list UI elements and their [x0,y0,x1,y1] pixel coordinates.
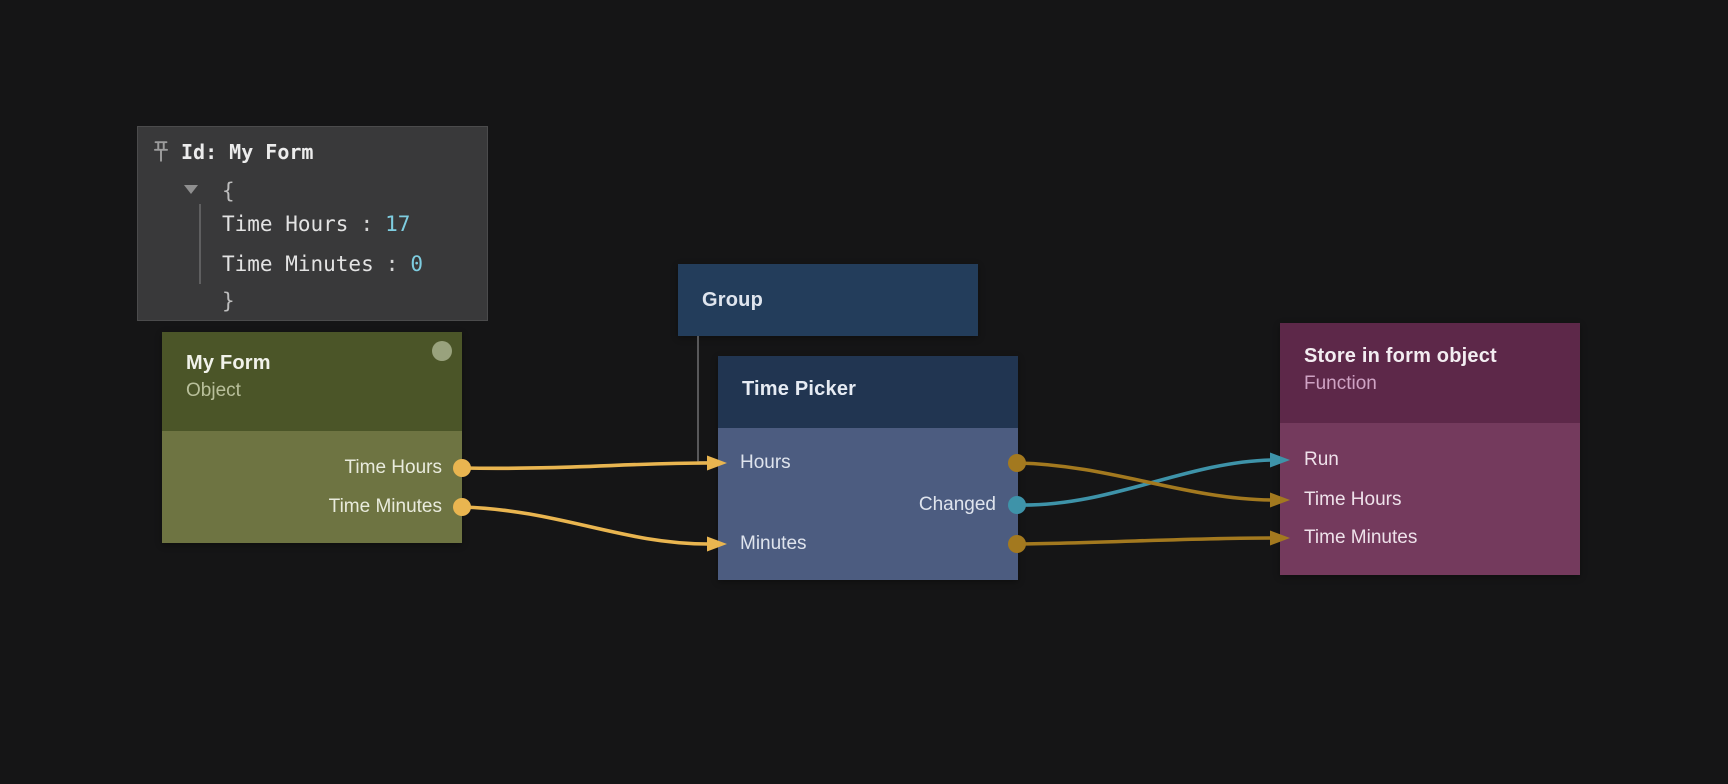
input-port-minutes[interactable]: Minutes [740,533,807,554]
node-my-form-body: Time Hours Time Minutes [162,431,462,543]
tree-entry-time-hours: Time Hours:17 [222,211,410,237]
node-group-title: Group [702,288,763,311]
tree-entry-time-minutes: Time Minutes:0 [222,251,423,277]
wire-timehours-to-hours[interactable] [461,461,709,471]
tree-entry-value: 17 [385,212,411,236]
node-store-title: Store in form object [1304,345,1497,367]
inspector-title: Id: My Form [181,140,314,164]
wire-minutes-to-timeminutes[interactable] [1017,536,1272,546]
output-port-time-hours[interactable]: Time Hours [344,457,442,478]
node-time-picker-header[interactable]: Time Picker [718,356,1018,428]
node-time-picker-body: Hours Changed Minutes [718,428,1018,580]
tree-brace-close: } [222,289,235,313]
node-my-form-subtitle: Object [186,380,241,401]
wire-hours-to-timehours[interactable] [1017,461,1272,502]
tree-indent-guide [199,204,201,284]
node-store-subtitle: Function [1304,373,1377,394]
tree-entry-separator: : [385,252,399,276]
node-my-form-title: My Form [186,352,271,374]
node-store-header[interactable]: Store in form object Function [1280,323,1580,423]
node-group[interactable]: Group [678,264,978,336]
node-my-form-header[interactable]: My Form Object [162,332,462,431]
wire-changed-to-run[interactable] [1017,458,1272,507]
tree-entry-label: Time Minutes [222,252,374,276]
node-time-picker[interactable]: Time Picker Hours Changed Minutes [718,356,1018,580]
pushpin-icon[interactable] [152,140,170,164]
output-port-changed[interactable]: Changed [918,494,996,515]
node-time-picker-title: Time Picker [742,378,857,400]
input-port-time-minutes[interactable]: Time Minutes [1304,527,1418,548]
output-port-time-minutes[interactable]: Time Minutes [328,496,442,517]
tree-entry-separator: : [360,212,374,236]
wire-timeminutes-to-minutes[interactable] [461,505,709,546]
connection-indicator-dot [432,341,452,361]
tree-collapse-toggle-icon[interactable] [184,185,198,194]
group-child-connector-line [697,336,711,463]
tree-brace-open: { [222,179,235,203]
node-store-in-form-object[interactable]: Store in form object Function Run Time H… [1280,323,1580,575]
input-port-run[interactable]: Run [1304,449,1339,470]
tree-entry-label: Time Hours [222,212,349,236]
object-inspector-popup[interactable]: Id: My Form { Time Hours:17 Time Minutes… [137,126,488,321]
node-store-body: Run Time Hours Time Minutes [1280,423,1580,575]
tree-entry-value: 0 [410,252,424,276]
node-my-form[interactable]: My Form Object Time Hours Time Minutes [162,332,462,543]
inspector-header: Id: My Form [152,139,313,165]
input-port-hours[interactable]: Hours [740,452,791,473]
input-port-time-hours[interactable]: Time Hours [1304,489,1402,510]
